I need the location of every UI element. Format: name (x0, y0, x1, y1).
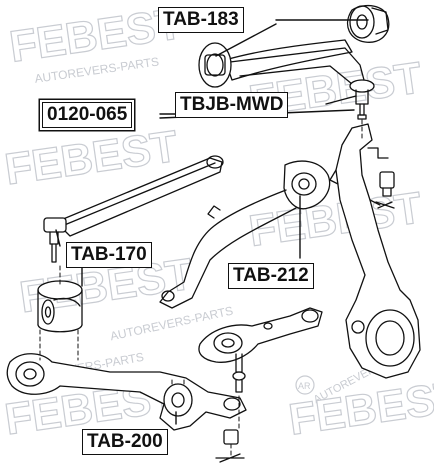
lower-control-arm (6, 353, 247, 463)
label-tab-212: TAB-212 (228, 263, 314, 289)
upper-ball-joint (349, 79, 375, 120)
label-0120-065: 0120-065 (42, 102, 133, 128)
watermark-badge (295, 375, 315, 395)
strut-rod-bushing (37, 280, 83, 333)
parts-drawing (6, 4, 421, 463)
dashed-guides (39, 119, 363, 457)
upper-arm-rear-bushing (349, 5, 375, 39)
label-tab-170: TAB-170 (66, 242, 152, 268)
strut-rod (43, 155, 224, 263)
upper-arm-front-bushing (198, 42, 232, 88)
knuckle-hardware (367, 147, 395, 209)
label-tab-183: TAB-183 (158, 7, 244, 33)
watermark-badge-text: AR (298, 381, 311, 391)
label-tab-200: TAB-200 (82, 429, 168, 455)
lower-link-arm (198, 307, 323, 393)
steering-knuckle (329, 123, 421, 379)
lower-arm-rear (159, 160, 331, 309)
lower-arm-rear-bushing (291, 172, 317, 196)
upper-control-arm (198, 4, 390, 88)
lower-arm-bushing (163, 383, 193, 417)
label-tbjb-mwd: TBJB-MWD (175, 92, 289, 118)
